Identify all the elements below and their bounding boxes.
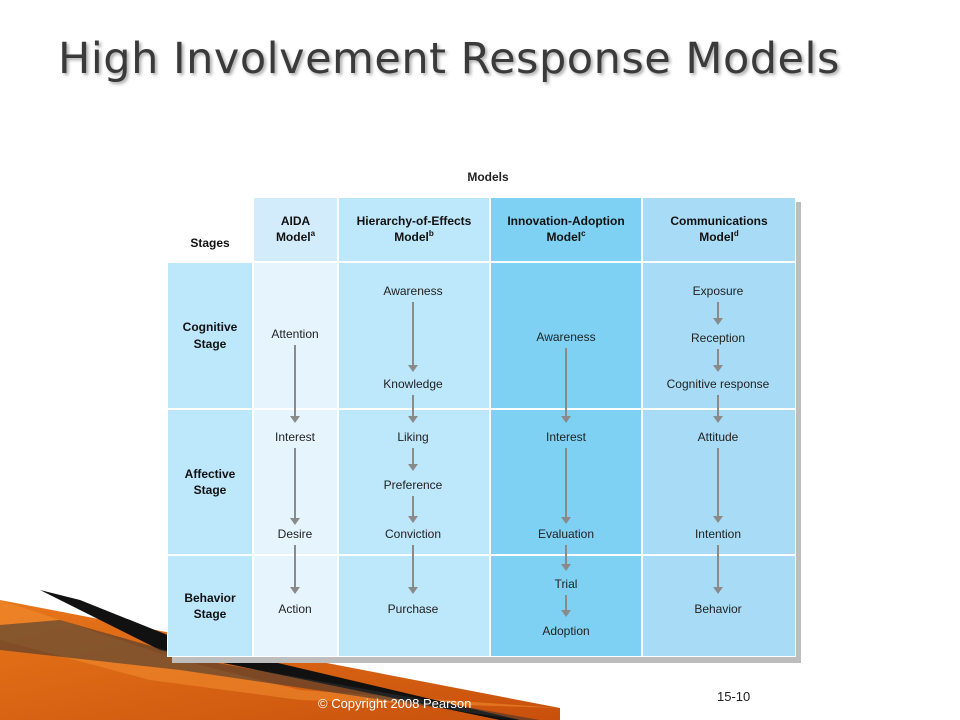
- aida-item-desire: Desire: [277, 527, 313, 541]
- hierarchy-header-line1: Hierarchy-of-Effects: [356, 214, 472, 228]
- innovation-arrow-4: [561, 595, 571, 617]
- hierarchy-item-awareness: Awareness: [383, 284, 443, 298]
- hierarchy-arrow-1: [408, 302, 418, 372]
- cell-hierarchy-affective: [338, 409, 490, 555]
- stage-affective-line2: Stage: [193, 483, 227, 497]
- cell-aida-behavior: [253, 555, 338, 657]
- hierarchy-item-conviction: Conviction: [384, 527, 442, 541]
- hierarchy-header-line2: Model: [394, 230, 429, 244]
- hierarchy-item-purchase: Purchase: [387, 602, 439, 616]
- stage-cognitive-line2: Stage: [193, 336, 227, 351]
- innovation-arrow-1: [561, 348, 571, 423]
- hierarchy-header-sup: b: [428, 229, 434, 238]
- aida-arrow-1: [290, 345, 300, 423]
- communications-arrow-1: [713, 302, 723, 325]
- innovation-item-interest: Interest: [545, 430, 587, 444]
- stage-behavior-line1: Behavior: [184, 590, 236, 605]
- innovation-arrow-3: [561, 545, 571, 571]
- aida-header-sup: a: [310, 229, 316, 238]
- column-header-aida: AIDA Modela: [253, 197, 338, 262]
- aida-arrow-3: [290, 545, 300, 594]
- cell-hierarchy-cognitive: [338, 262, 490, 409]
- stage-affective-line1: Affective: [184, 466, 236, 481]
- communications-arrow-2: [713, 349, 723, 372]
- stages-heading: Stages: [190, 236, 230, 250]
- communications-item-behavior: Behavior: [694, 602, 742, 616]
- aida-arrow-2: [290, 448, 300, 525]
- copyright-text: © Copyright 2008 Pearson: [318, 696, 472, 711]
- innovation-item-trial: Trial: [554, 577, 578, 591]
- communications-item-exposure: Exposure: [692, 284, 744, 298]
- aida-item-interest: Interest: [274, 430, 316, 444]
- hierarchy-arrow-2: [408, 395, 418, 423]
- slide-title: High Involvement Response Models: [58, 34, 840, 84]
- stages-header-cell: Stages: [167, 197, 253, 262]
- slide-number: 15-10: [717, 689, 751, 704]
- innovation-item-awareness: Awareness: [536, 330, 596, 344]
- hierarchy-item-knowledge: Knowledge: [383, 377, 443, 391]
- hierarchy-arrow-4: [408, 496, 418, 523]
- communications-arrow-3: [713, 395, 723, 423]
- aida-item-attention: Attention: [271, 327, 319, 341]
- communications-item-attitude: Attitude: [697, 430, 739, 444]
- stage-behavior-line2: Stage: [193, 607, 227, 621]
- innovation-item-adoption: Adoption: [542, 624, 590, 638]
- hierarchy-item-liking: Liking: [397, 430, 429, 444]
- aida-header-line1: AIDA: [280, 214, 311, 228]
- communications-header-line1: Communications: [670, 214, 768, 228]
- hierarchy-arrow-3: [408, 448, 418, 471]
- aida-header-line2: Model: [275, 230, 311, 244]
- communications-item-reception: Reception: [690, 331, 746, 345]
- communications-header-line2: Model: [699, 230, 734, 244]
- communications-item-intention: Intention: [694, 527, 742, 541]
- models-heading: Models: [467, 170, 509, 184]
- cell-communications-behavior: [642, 555, 796, 657]
- innovation-item-evaluation: Evaluation: [537, 527, 595, 541]
- innovation-header-line2: Model: [546, 230, 582, 244]
- hierarchy-item-preference: Preference: [383, 478, 443, 492]
- cell-hierarchy-behavior: [338, 555, 490, 657]
- stage-cognitive-line1: Cognitive: [182, 320, 238, 335]
- innovation-arrow-2: [561, 448, 571, 524]
- communications-header-sup: d: [733, 229, 739, 238]
- communications-item-cognitive-response: Cognitive response: [666, 377, 770, 391]
- cell-communications-affective: [642, 409, 796, 555]
- communications-arrow-4: [713, 448, 723, 523]
- innovation-header-sup: c: [581, 229, 586, 238]
- cell-communications-cognitive: [642, 262, 796, 409]
- communications-arrow-5: [713, 545, 723, 594]
- hierarchy-arrow-5: [408, 545, 418, 594]
- aida-item-action: Action: [278, 602, 312, 616]
- innovation-header-line1: Innovation-Adoption: [507, 214, 625, 228]
